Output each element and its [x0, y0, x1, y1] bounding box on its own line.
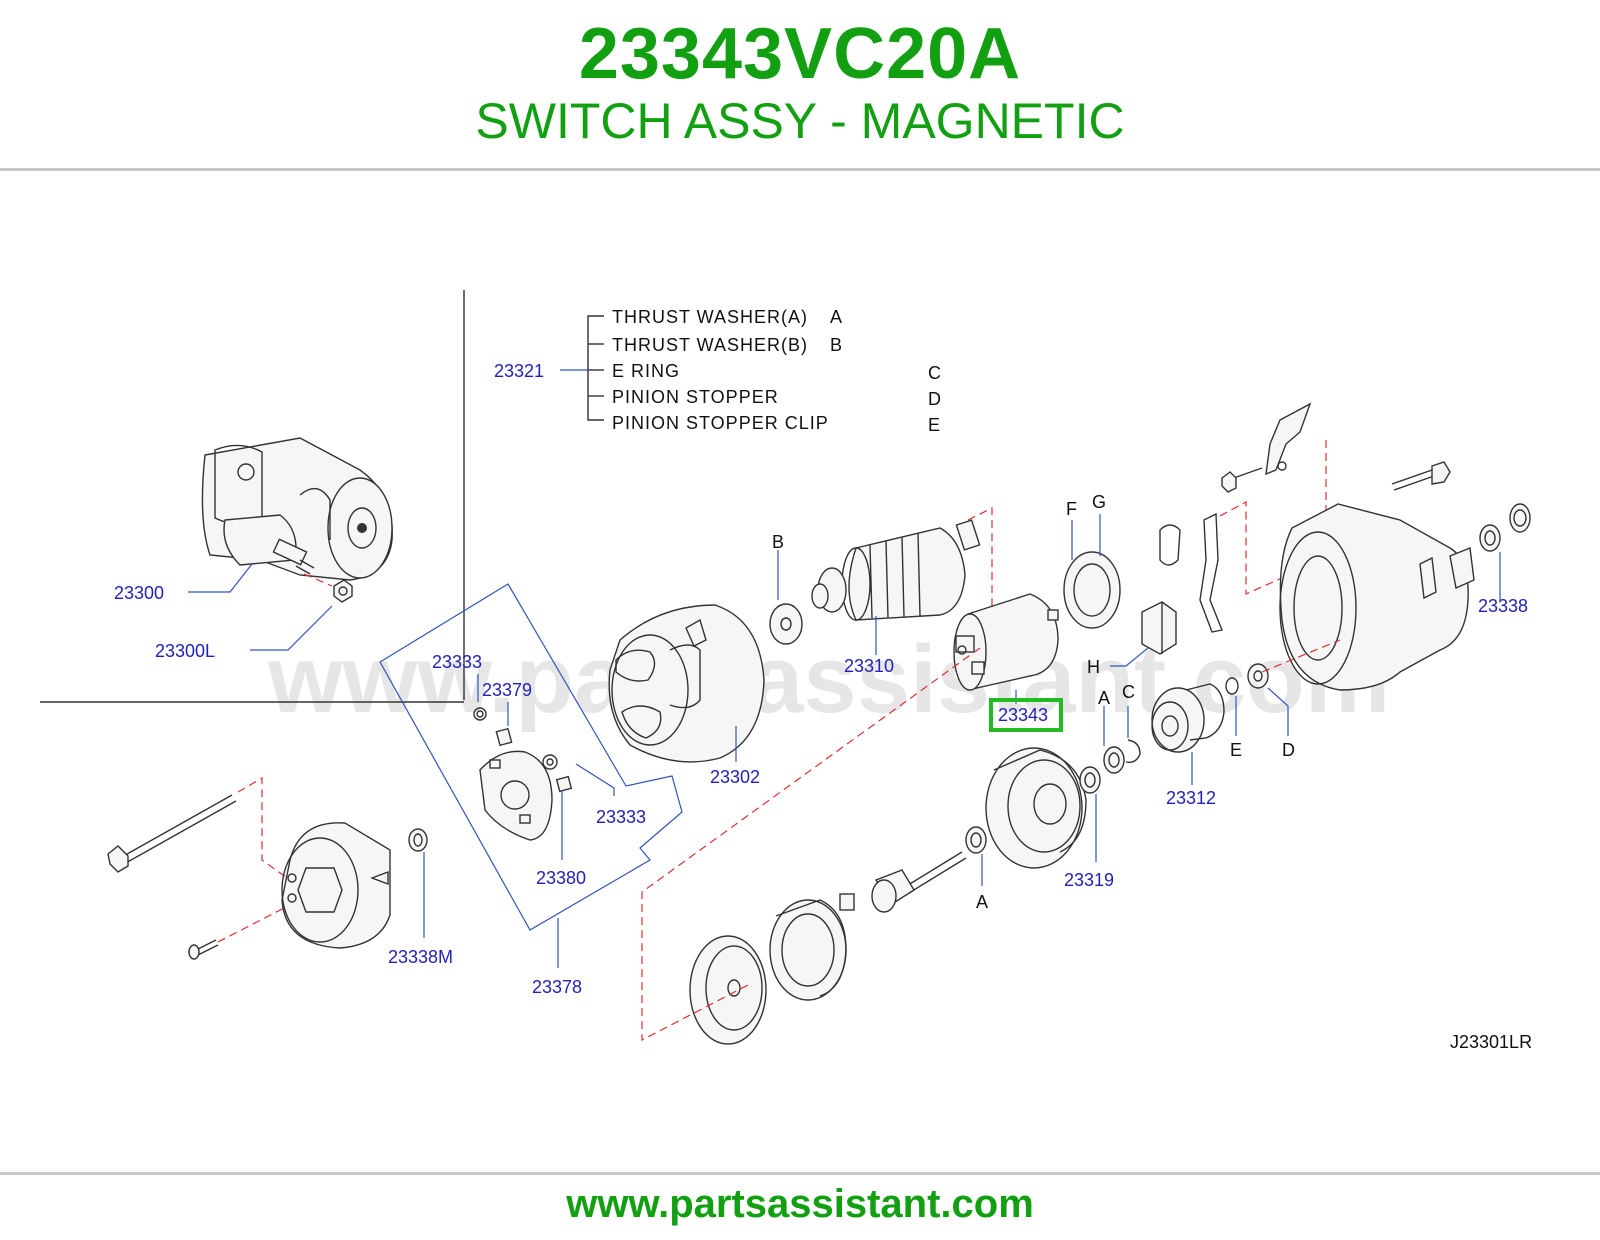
pinion-stopper-d-drawing	[1247, 663, 1269, 689]
part-description: SWITCH ASSY - MAGNETIC	[475, 93, 1125, 149]
bracket-drawing	[1221, 402, 1312, 493]
callout-23310[interactable]: 23310	[844, 656, 894, 676]
leader-23300L	[250, 605, 333, 651]
legend-item-name: PINION STOPPER	[612, 387, 779, 407]
internal-gear-drawing	[769, 899, 847, 1001]
leader-23333b	[575, 763, 615, 796]
callout-23380[interactable]: 23380	[536, 868, 586, 888]
watermark-text: www.partsassistant.com	[267, 626, 1390, 733]
bolt-path-dash	[237, 776, 291, 881]
letter-h: H	[1087, 657, 1100, 677]
legend-list: THRUST WASHER(A) A THRUST WASHER(B) B E …	[612, 307, 942, 435]
callout-23319[interactable]: 23319	[1064, 870, 1114, 890]
brush-23380-drawing	[555, 775, 573, 793]
rear-cover-drawing	[281, 822, 391, 949]
callout-23378[interactable]: 23378	[532, 977, 582, 997]
armature-23310-drawing	[811, 519, 981, 621]
small-screw-drawing	[188, 939, 219, 960]
legend-item-name: THRUST WASHER(A)	[612, 307, 808, 327]
front-gear-case-drawing	[1279, 503, 1475, 691]
callout-23333-bottom[interactable]: 23333	[596, 807, 646, 827]
callout-23343[interactable]: 23343	[998, 705, 1048, 725]
lower-assembly-dash	[641, 647, 981, 1041]
part-number-title: 23343VC20A	[578, 14, 1022, 94]
diagram-code: J23301LR	[1450, 1032, 1532, 1052]
brush-spring-drawing	[473, 707, 558, 770]
letter-a-lower: A	[976, 892, 988, 912]
thrust-washer-b-drawing	[769, 603, 803, 645]
callout-23321[interactable]: 23321	[494, 361, 544, 381]
legend-item-name: THRUST WASHER(B)	[612, 335, 808, 355]
overrunning-clutch-23319-drawing	[985, 747, 1087, 869]
stopper-clip-e-drawing	[1225, 677, 1239, 695]
brush-holder-frame	[379, 583, 683, 931]
thrust-washer-a-lower-drawing	[965, 826, 987, 854]
leader-letter-h	[1110, 647, 1149, 667]
callout-23379[interactable]: 23379	[482, 680, 532, 700]
bearing-23338M-drawing	[408, 828, 428, 852]
starter-assembly-drawing	[201, 437, 393, 581]
leader-23300	[188, 563, 253, 593]
leader-letter-d	[1267, 687, 1289, 736]
brush-holder-plate-drawing	[479, 750, 553, 841]
yoke-23302-drawing	[608, 604, 765, 763]
drive-shaft-drawing	[839, 851, 967, 913]
rear-plate-drawing	[689, 935, 767, 1045]
letter-g: G	[1092, 492, 1106, 512]
callout-23302[interactable]: 23302	[710, 767, 760, 787]
letter-c: C	[1122, 682, 1135, 702]
shift-lever-drawing	[1159, 512, 1223, 633]
bolt-top-right-drawing	[1391, 461, 1451, 491]
letter-f: F	[1066, 499, 1077, 519]
legend-item-code: D	[928, 389, 942, 409]
e-ring-c-drawing	[1125, 739, 1141, 764]
letter-d: D	[1282, 740, 1295, 760]
gear-bushing-fg-drawing	[1063, 551, 1121, 629]
callout-23338[interactable]: 23338	[1478, 596, 1528, 616]
pinion-lever-block-h-drawing	[1141, 601, 1177, 655]
legend-item-code: B	[830, 335, 843, 355]
legend-item-code: E	[928, 415, 941, 435]
header-divider	[0, 168, 1600, 171]
nut-23300L-drawing	[303, 573, 353, 603]
lever-path-dash	[1219, 500, 1327, 595]
legend-item-code: C	[928, 363, 942, 383]
screw-path-dash	[217, 904, 291, 943]
callout-23333-top[interactable]: 23333	[432, 652, 482, 672]
washer-small-drawing	[1079, 766, 1101, 794]
callout-23338M[interactable]: 23338M	[388, 947, 453, 967]
callout-23312[interactable]: 23312	[1166, 788, 1216, 808]
footer-site-link[interactable]: www.partsassistant.com	[566, 1182, 1034, 1226]
through-bolt-drawing	[107, 794, 237, 873]
brush-23379-drawing	[495, 727, 513, 747]
legend-item-code: A	[830, 307, 843, 327]
magnetic-switch-23343-drawing	[953, 593, 1059, 691]
pinion-23312-drawing	[1151, 683, 1225, 753]
letter-e: E	[1230, 740, 1242, 760]
page-header: 23343VC20A SWITCH ASSY - MAGNETIC	[0, 0, 1600, 168]
letter-b: B	[772, 532, 784, 552]
legend-bracket	[560, 315, 604, 421]
pinion-path-dash	[1261, 639, 1341, 673]
legend-item-name: PINION STOPPER CLIP	[612, 413, 829, 433]
highlight-box-23343	[989, 698, 1063, 732]
legend-item-name: E RING	[612, 361, 680, 381]
thrust-washer-a-drawing	[1103, 746, 1125, 774]
callout-23300[interactable]: 23300	[114, 583, 164, 603]
callout-23300L[interactable]: 23300L	[155, 641, 215, 661]
footer-divider	[0, 1172, 1600, 1175]
letter-a-upper: A	[1098, 688, 1110, 708]
bearing-23338-drawing	[1479, 503, 1531, 552]
